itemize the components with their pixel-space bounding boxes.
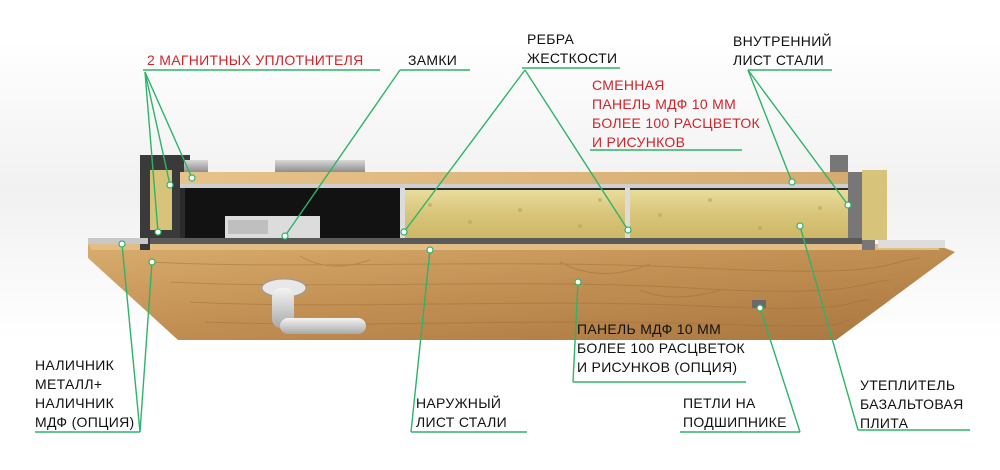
leader-lines bbox=[35, 67, 970, 433]
replaceable-mdf-panel bbox=[180, 172, 862, 186]
label-replaceable-mdf-panel: СМЕННАЯ ПАНЕЛЬ МДФ 10 мм БОЛЕЕ 100 РАСЦВ… bbox=[592, 77, 761, 150]
insulation-texture bbox=[428, 198, 822, 230]
lock-box-top bbox=[275, 160, 365, 172]
right-frame-insulation bbox=[862, 170, 887, 240]
stiffening-rib-1 bbox=[400, 186, 405, 238]
label-basalt-insulation: УТЕПЛИТЕЛЬ БАЗАЛЬТОВАЯ ПЛИТА bbox=[860, 377, 964, 431]
outer-mdf-panel bbox=[88, 244, 955, 340]
label-magnetic-seals: 2 МАГНИТНЫХ УПЛОТНИТЕЛЯ bbox=[147, 52, 364, 68]
insulation-block-2 bbox=[630, 190, 858, 238]
hinge bbox=[752, 300, 766, 308]
leader-dots bbox=[118, 174, 852, 312]
wood-grain bbox=[149, 255, 921, 327]
outer-steel-sheet bbox=[150, 238, 870, 244]
right-frame-profile bbox=[830, 155, 875, 250]
outer-mdf-panel-edge bbox=[88, 244, 940, 250]
door-handle bbox=[261, 278, 366, 334]
inner-steel-sheet bbox=[180, 184, 862, 188]
label-locks: ЗАМКИ bbox=[408, 52, 458, 68]
insulation-block-1 bbox=[404, 190, 626, 238]
label-outer-mdf-panel: ПАНЕЛЬ МДФ 10 мм БОЛЕЕ 100 РАСЦВЕТОК И Р… bbox=[577, 321, 746, 375]
label-trim: НАЛИЧНИК МЕТАЛЛ+ НАЛИЧНИК МДФ (ОПЦИЯ) bbox=[35, 357, 135, 430]
stiffening-rib-2 bbox=[625, 186, 630, 238]
metal-trim bbox=[88, 238, 148, 244]
